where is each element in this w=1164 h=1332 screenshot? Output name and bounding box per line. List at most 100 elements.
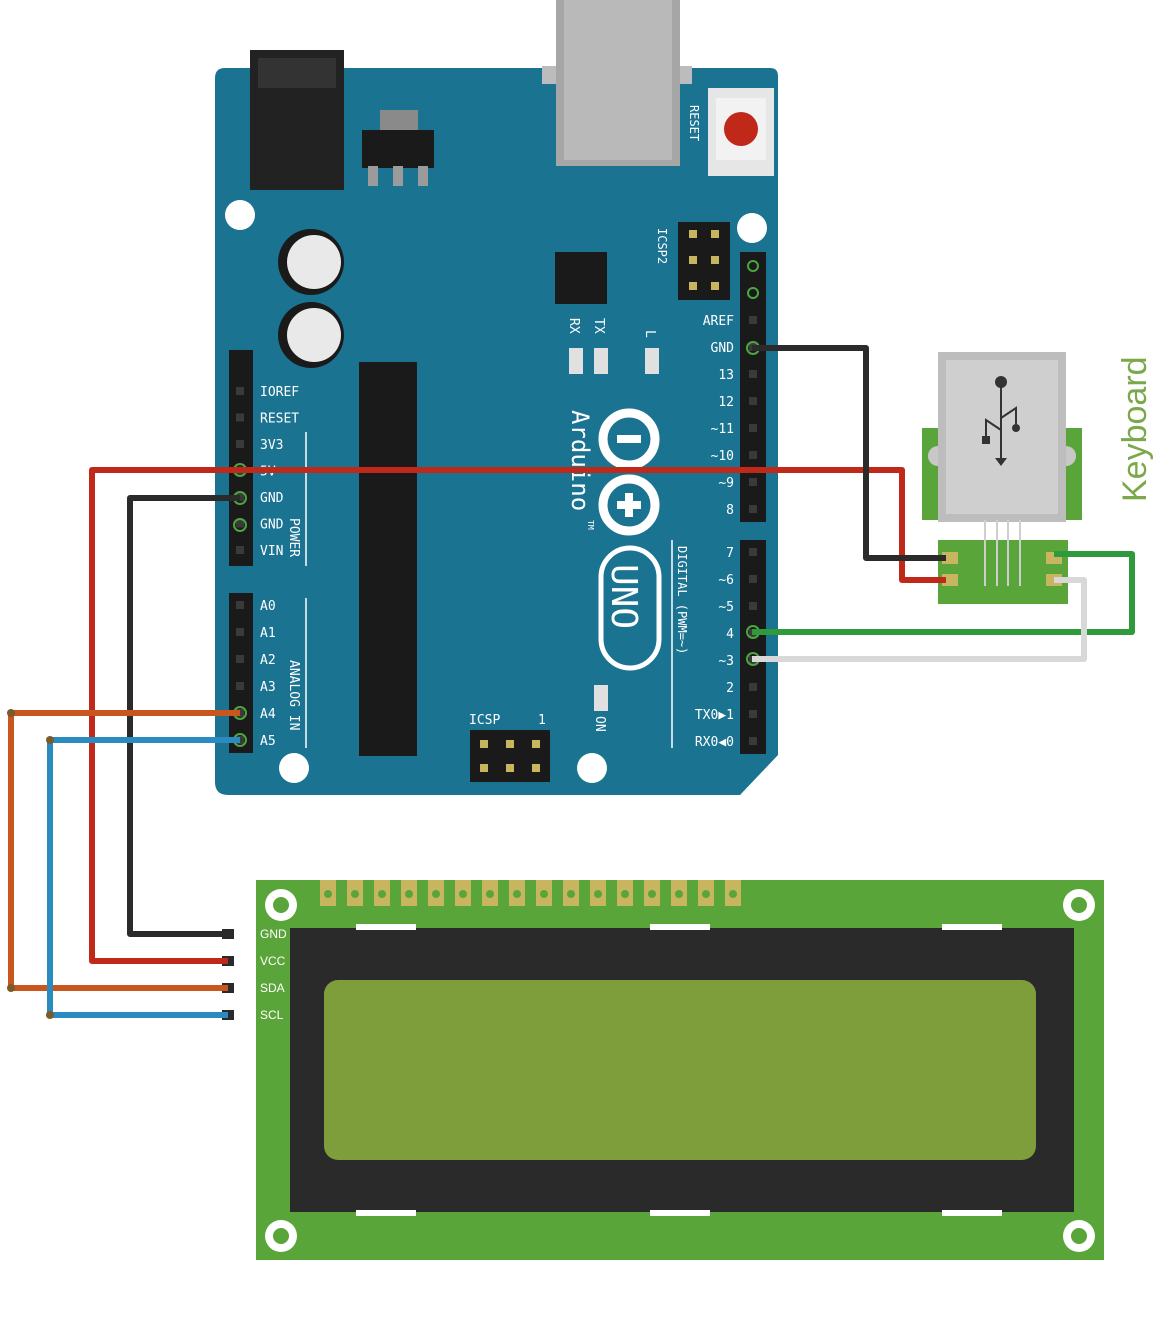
pin-label-digital: ~11	[711, 422, 734, 437]
mounting-hole	[737, 213, 767, 243]
pin-label-power: VIN	[260, 544, 283, 559]
wire-sda	[8, 710, 240, 991]
tx-label: TX	[591, 318, 606, 334]
keyboard-usb-port	[922, 352, 1082, 604]
arduino-logo	[598, 408, 660, 536]
lcd-pin-label: SDA	[260, 981, 285, 995]
pin-label-power: GND	[260, 491, 284, 506]
pin-label-digital: 2	[726, 681, 734, 696]
icsp-pin1-label: 1	[538, 713, 546, 728]
header-pin	[236, 413, 244, 422]
pin-label-digital: 7	[726, 546, 734, 561]
header-pin	[236, 519, 244, 528]
icsp2-header	[678, 222, 730, 300]
header-pin	[749, 370, 757, 378]
icsp-label: ICSP	[469, 713, 500, 728]
on-label: ON	[592, 716, 607, 732]
pin-connection	[233, 518, 247, 532]
usb-symbol-icon	[985, 384, 1017, 458]
wire-gnd-keyboard	[752, 345, 946, 561]
tx-rx-leds	[569, 348, 659, 711]
digital-group-label: DIGITAL (PWM=~)	[675, 546, 689, 654]
arduino-board: RESET ICSP2 TX	[215, 0, 778, 795]
header-pin	[236, 682, 244, 690]
pin-label-power: RESET	[260, 412, 299, 427]
power-header	[229, 350, 253, 566]
lcd-pin-label: VCC	[260, 954, 286, 968]
pin-label-digital: 13	[718, 368, 734, 383]
analog-header	[229, 593, 253, 753]
icsp-header	[470, 730, 550, 782]
pin-label-digital: ~5	[718, 600, 734, 615]
trademark-label: TM	[586, 520, 595, 530]
header-pin	[747, 260, 759, 272]
pin-label-power: 3V3	[260, 438, 283, 453]
power-group-label: POWER	[286, 518, 301, 557]
header-pin	[236, 440, 244, 448]
header-pin	[747, 287, 759, 299]
icsp2-label: ICSP2	[655, 228, 669, 264]
pin-label-analog: A1	[260, 626, 276, 641]
pin-label-power: IOREF	[260, 385, 299, 400]
reset-label: RESET	[687, 105, 701, 141]
microcontroller	[359, 362, 417, 756]
usb-port	[542, 0, 692, 166]
pin-label-digital: ~9	[718, 476, 734, 491]
pin-label-digital: AREF	[703, 314, 734, 329]
wire-scl	[47, 737, 240, 1018]
header-pin	[236, 546, 244, 554]
pin-label-analog: A4	[260, 707, 276, 722]
uno-label: UNO	[603, 564, 644, 629]
wire-keyboard-data	[752, 551, 1135, 635]
reset-button[interactable]	[708, 88, 774, 176]
mounting-hole	[279, 753, 309, 783]
lcd-pin-label: GND	[260, 927, 287, 941]
pin-label-power: GND	[260, 518, 284, 533]
analog-group-label: ANALOG IN	[286, 660, 301, 730]
pin-label-digital: GND	[711, 341, 735, 356]
pin-label-digital: 12	[718, 395, 734, 410]
pin-label-digital: ~10	[711, 449, 734, 464]
l-label: L	[642, 330, 657, 338]
wires	[7, 345, 1135, 1019]
header-pin	[236, 601, 244, 609]
uno-badge	[598, 545, 662, 671]
rx-label: RX	[566, 318, 581, 334]
pin-label-analog: A3	[260, 680, 276, 695]
header-pin	[749, 451, 757, 459]
capacitor	[278, 229, 344, 368]
header-pin	[749, 737, 757, 745]
usb-chip	[555, 252, 607, 304]
lcd-screen	[324, 980, 1036, 1160]
header-pin	[236, 628, 244, 636]
keyboard-label: Keyboard	[1116, 356, 1154, 502]
header-pin	[236, 655, 244, 663]
pin-label-digital: ~6	[718, 573, 734, 588]
mounting-hole	[225, 200, 255, 230]
digital-header-bottom	[740, 540, 766, 754]
header-pin	[749, 397, 757, 405]
header-pin	[236, 387, 244, 395]
pin-label-analog: A2	[260, 653, 276, 668]
pin-label-digital: 8	[726, 503, 734, 518]
header-pin	[749, 602, 757, 610]
voltage-regulator	[362, 110, 434, 186]
header-pin	[749, 478, 757, 486]
wire-vcc-keyboard	[240, 467, 946, 583]
header-pin	[749, 424, 757, 432]
lcd-header-pins	[320, 880, 741, 906]
header-pin	[749, 316, 757, 324]
pin-label-analog: A0	[260, 599, 276, 614]
pin-label-digital: RX0◀0	[695, 735, 734, 750]
digital-top-pin-labels: AREF GND 13 12 ~11 ~10 ~9 8	[703, 314, 734, 518]
header-pin	[749, 710, 757, 718]
mounting-hole	[577, 753, 607, 783]
pin-label-digital: ~3	[718, 654, 734, 669]
pin-label-digital: TX0▶1	[695, 708, 734, 723]
wire-keyboard-clock	[752, 577, 1087, 662]
pin-label-analog: A5	[260, 734, 276, 749]
